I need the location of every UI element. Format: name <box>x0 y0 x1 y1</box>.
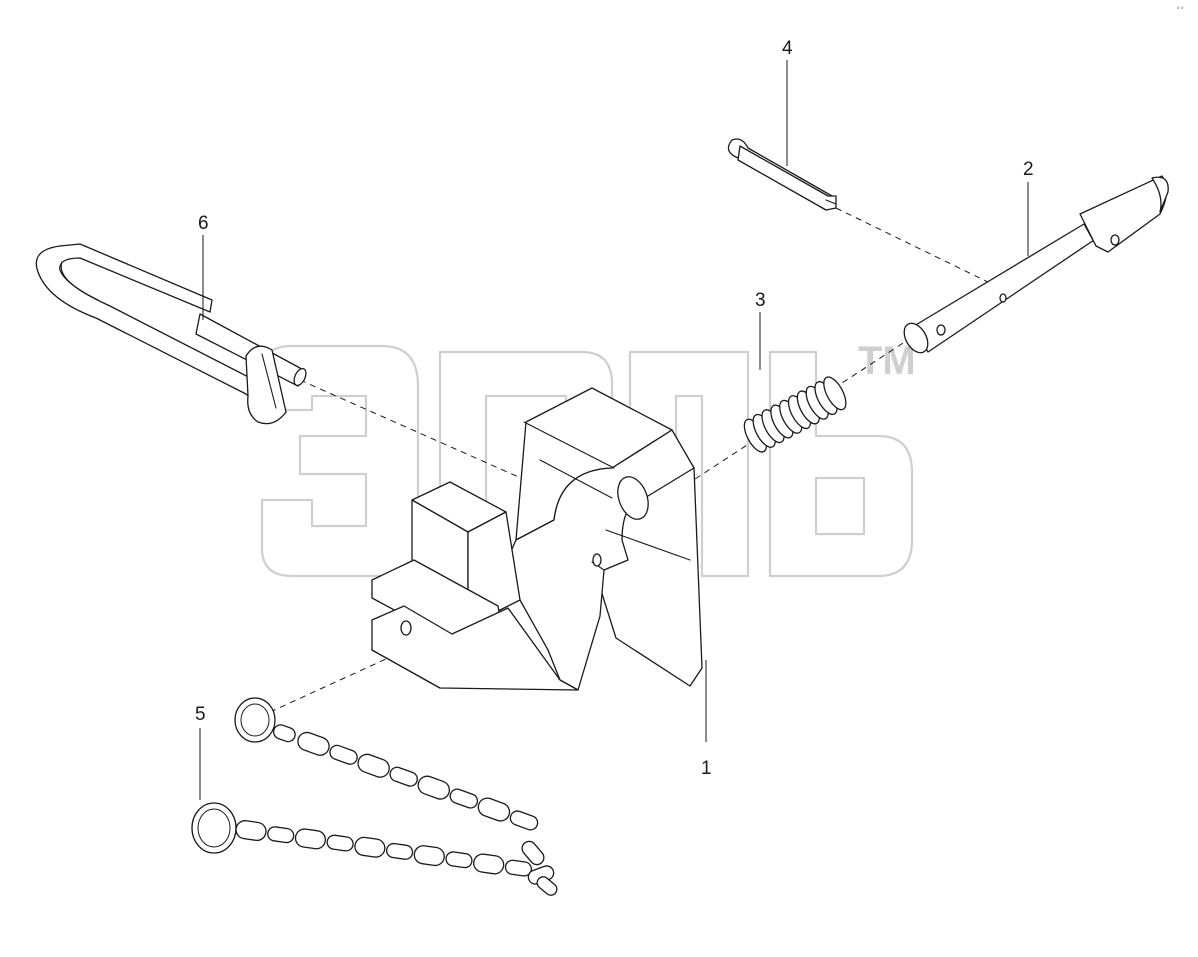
callout-labels: 1 2 3 4 5 6 <box>195 38 1034 779</box>
trademark-mark: TM <box>858 339 916 383</box>
chain-part <box>191 697 558 896</box>
callout-label-6: 6 <box>198 213 209 234</box>
cotter-pin-part <box>727 138 837 211</box>
lynch-pin-part <box>35 243 307 425</box>
callout-label-3: 3 <box>755 290 766 311</box>
leader-lines <box>199 60 1029 800</box>
callout-label-4: 4 <box>782 38 793 59</box>
callout-label-1: 1 <box>701 758 712 779</box>
corner-mark: °° <box>1176 6 1184 14</box>
hitch-pin-part <box>903 175 1169 354</box>
spring-part <box>743 376 847 453</box>
hook-body-part <box>371 387 703 691</box>
callout-label-5: 5 <box>195 704 206 725</box>
callout-label-2: 2 <box>1023 159 1034 180</box>
